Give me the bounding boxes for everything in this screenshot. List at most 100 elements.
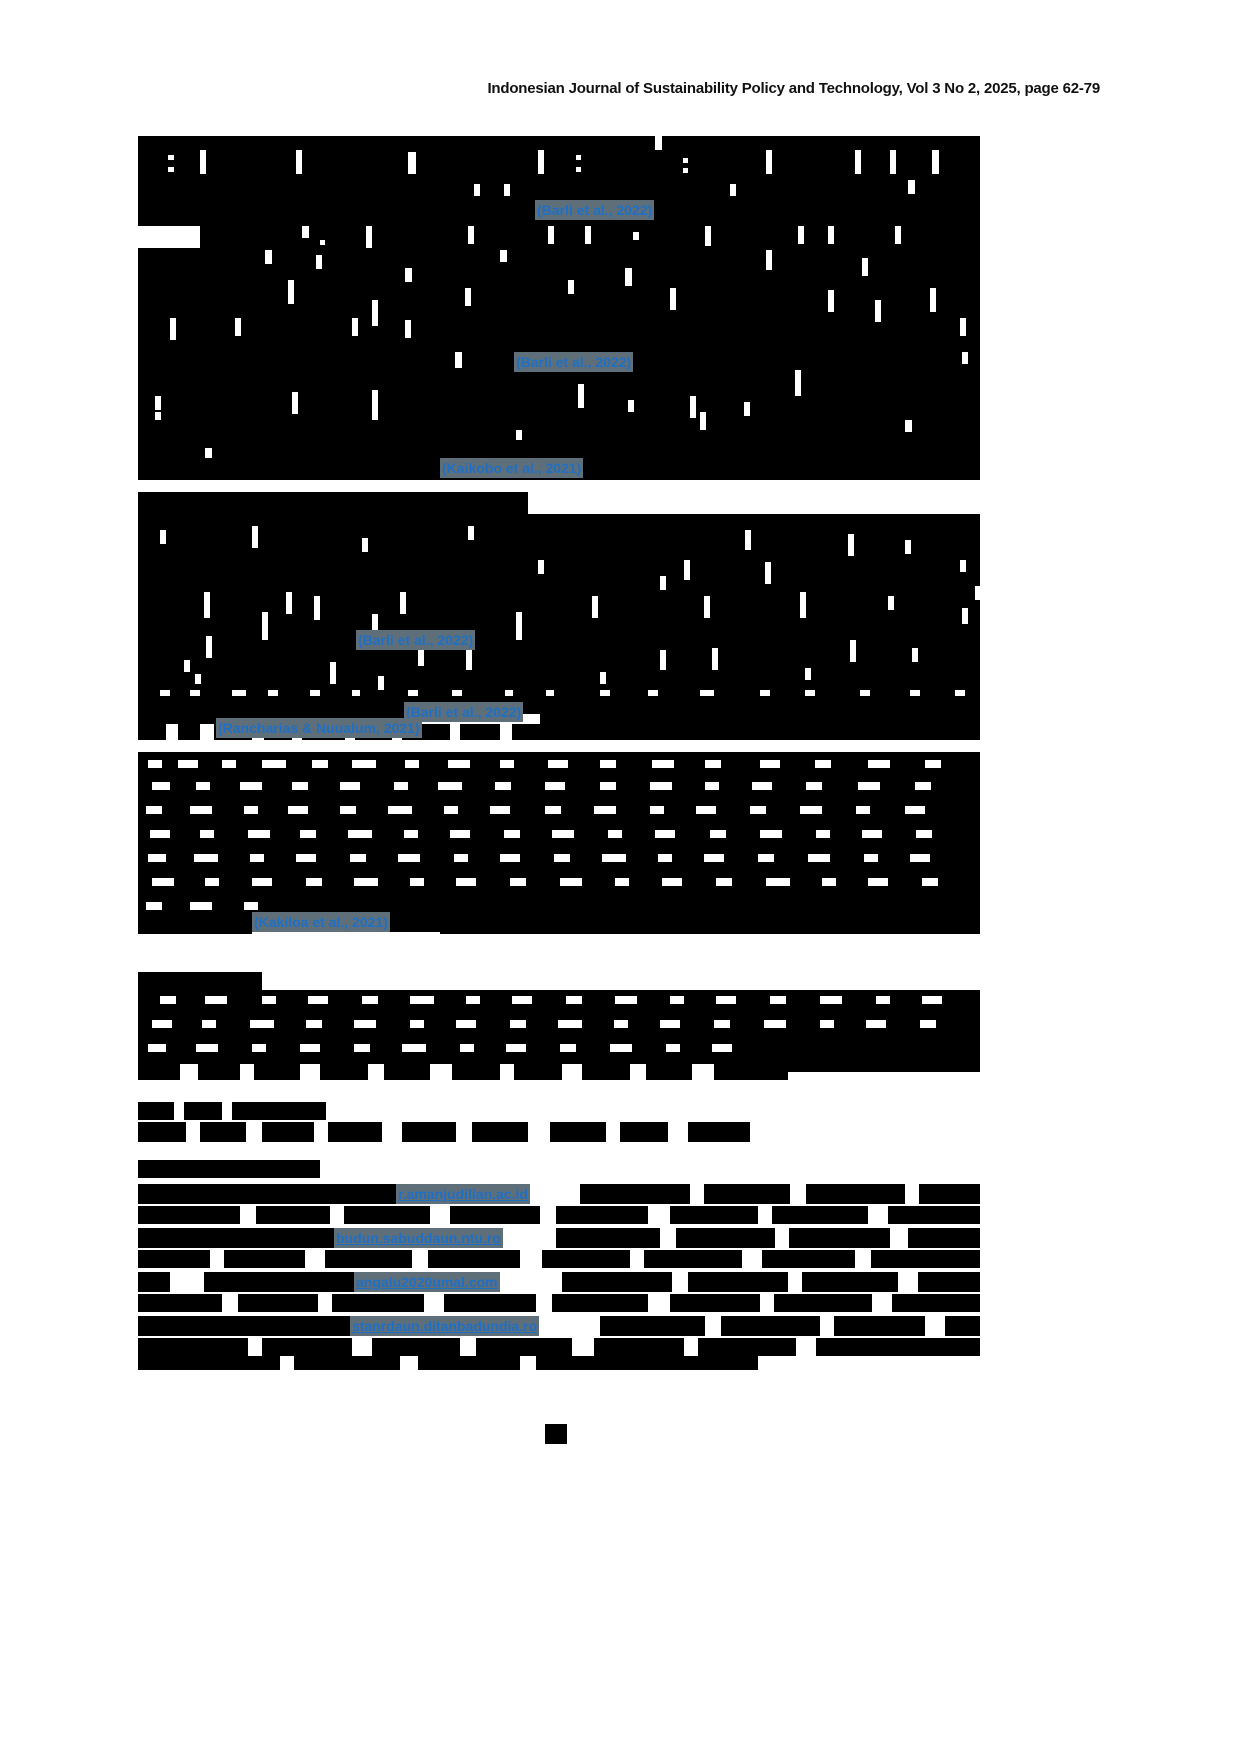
redaction-gap xyxy=(820,1316,834,1336)
redaction-gap xyxy=(788,1272,802,1292)
redaction-gap xyxy=(860,690,870,696)
redaction-gap xyxy=(922,878,938,886)
redaction-gap xyxy=(716,878,732,886)
redaction-gap xyxy=(633,232,639,240)
redaction-gap xyxy=(232,690,246,696)
redaction-gap xyxy=(660,1228,676,1248)
redaction-gap xyxy=(152,782,170,790)
redaction-gap xyxy=(305,1250,325,1268)
redacted-text-run xyxy=(628,458,980,480)
redaction-gap xyxy=(382,1122,402,1142)
redaction-gap xyxy=(222,1294,238,1312)
hyperlink-url[interactable]: budun.sabuddaun.ntu.ro xyxy=(334,1228,503,1248)
redaction-gap xyxy=(805,690,815,696)
inline-citation-link[interactable]: (Barli et al., 2022) xyxy=(356,630,476,650)
redaction-gap xyxy=(868,1206,888,1224)
redaction-gap xyxy=(683,158,688,163)
redaction-gap xyxy=(268,690,278,696)
hyperlink-email[interactable]: angalu2020umal.com xyxy=(354,1272,500,1292)
redaction-gap xyxy=(340,806,356,814)
redaction-gap xyxy=(205,996,227,1004)
redaction-gap xyxy=(592,596,598,618)
hyperlink-url[interactable]: stanrdaun.ditanbadundia.ro xyxy=(350,1316,540,1336)
redaction-gap xyxy=(500,724,512,740)
inline-citation-link[interactable]: (Rancharias & Nuualum, 2021) xyxy=(216,718,422,738)
redaction-gap xyxy=(506,1044,526,1052)
redaction-gap xyxy=(250,1020,274,1028)
redaction-gap xyxy=(456,1122,472,1142)
redaction-gap xyxy=(862,830,882,838)
redaction-gap xyxy=(196,1044,218,1052)
redaction-gap xyxy=(705,782,719,790)
inline-citation-link[interactable]: (Barli et al., 2022) xyxy=(535,200,655,220)
redaction-gap xyxy=(174,1102,184,1120)
redaction-gap xyxy=(930,288,936,312)
redaction-gap xyxy=(170,1272,204,1292)
inline-citation-link[interactable]: (Kaikobo et al., 2021) xyxy=(440,458,584,478)
redaction-gap xyxy=(775,1228,789,1248)
redaction-gap xyxy=(465,288,471,306)
redaction-gap xyxy=(905,540,911,554)
redacted-text-run xyxy=(138,1228,334,1248)
redacted-text-run xyxy=(138,200,534,220)
redaction-gap xyxy=(704,596,710,618)
redacted-text-run xyxy=(138,1316,350,1336)
redaction-gap xyxy=(650,806,664,814)
redaction-gap xyxy=(828,290,834,312)
redaction-gap xyxy=(252,1044,266,1052)
redaction-gap xyxy=(155,412,161,420)
redaction-gap xyxy=(330,662,336,684)
redaction-gap xyxy=(908,180,915,194)
redaction-gap xyxy=(450,830,470,838)
redaction-gap xyxy=(148,1044,166,1052)
redaction-gap xyxy=(456,878,476,886)
redaction-gap xyxy=(554,854,570,862)
inline-citation-link[interactable]: (Barli et al., 2022) xyxy=(514,352,634,372)
redaction-gap xyxy=(822,878,836,886)
redaction-gap xyxy=(916,830,932,838)
redaction-gap xyxy=(670,996,684,1004)
inline-citation-link[interactable]: (Kakiloa et al., 2021) xyxy=(252,912,390,932)
redacted-text-run xyxy=(440,912,980,934)
redaction-gap xyxy=(850,640,856,662)
redaction-gap xyxy=(150,830,170,838)
inline-citation-link[interactable]: (Barli et al., 2022) xyxy=(404,702,524,722)
redaction-gap xyxy=(760,830,782,838)
redaction-gap xyxy=(204,592,210,618)
redaction-gap xyxy=(160,690,170,696)
redaction-gap xyxy=(548,760,568,768)
redacted-text-run xyxy=(600,1316,980,1336)
redaction-gap xyxy=(975,586,981,600)
redaction-gap xyxy=(288,806,308,814)
redaction-gap xyxy=(855,1250,871,1268)
redaction-gap xyxy=(292,782,308,790)
redaction-gap xyxy=(352,760,376,768)
redaction-gap xyxy=(468,226,474,244)
redaction-gap xyxy=(600,672,606,684)
redaction-gap xyxy=(560,878,582,886)
redaction-gap xyxy=(764,1020,786,1028)
redaction-gap xyxy=(648,1206,670,1224)
redaction-gap xyxy=(148,760,162,768)
redaction-gap xyxy=(348,830,372,838)
redaction-gap xyxy=(354,878,378,886)
redaction-gap xyxy=(222,1102,232,1120)
redaction-gap xyxy=(765,562,771,584)
redaction-gap xyxy=(405,760,419,768)
redaction-gap xyxy=(460,1044,474,1052)
redaction-gap xyxy=(962,352,968,364)
redaction-gap xyxy=(866,1020,886,1028)
redaction-gap xyxy=(806,782,822,790)
redaction-gap xyxy=(448,760,470,768)
redaction-gap xyxy=(875,300,881,322)
redaction-gap xyxy=(378,676,384,690)
redaction-gap xyxy=(648,1294,670,1312)
redaction-gap xyxy=(520,1356,536,1370)
redaction-gap xyxy=(516,612,522,640)
redaction-gap xyxy=(805,668,811,680)
hyperlink-email[interactable]: r.amanjudilian.ac.id xyxy=(396,1184,530,1204)
redaction-gap xyxy=(868,760,890,768)
redaction-gap xyxy=(500,854,520,862)
redaction-gap xyxy=(368,1064,384,1080)
